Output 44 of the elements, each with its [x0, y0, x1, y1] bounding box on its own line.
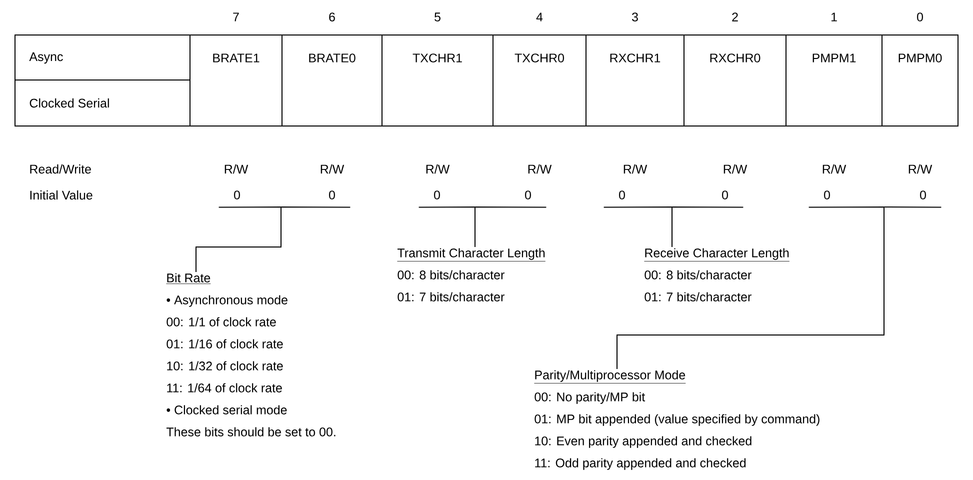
leader-line [616, 206, 942, 370]
leader-line [672, 206, 744, 248]
bit-name: PMPM0 [898, 54, 942, 62]
row-label: Initial Value [30, 190, 92, 200]
bit-number: 2 [732, 12, 738, 22]
access-value: R/W [224, 164, 248, 174]
field-description: Parity/Multiprocessor Mode 00: No parity/MP bit 01: MP bit appended (value specified by command) 10: Even parity appended and checked 11: Odd parity appended and checked [534, 370, 820, 470]
access-value: R/W [624, 164, 648, 174]
bit-number: 5 [434, 12, 440, 22]
bit-name: BRATE1 [213, 54, 260, 62]
field-description: Transmit Character Length 00: 8 bits/character 01: 7 bits/character [397, 248, 546, 302]
bit-name: RXCHR0 [710, 54, 760, 62]
access-value: R/W [528, 164, 552, 174]
bit-number: 6 [329, 12, 335, 22]
leader-line [196, 206, 351, 272]
initial-value: 0 [434, 190, 440, 200]
initial-value: 0 [824, 190, 830, 200]
access-value: R/W [320, 164, 344, 174]
initial-value: 0 [234, 190, 240, 200]
field-description: Bit Rate • Asynchronous mode 00: 1/1 of clock rate 01: 1/16 of clock rate 10: 1/32 of clock rate 11: 1/64 of clock rate • Clocked serial mode These bits should be set to 00. [166, 273, 336, 436]
mode-label: Clocked Serial [30, 98, 109, 108]
bit-number: 3 [632, 12, 638, 22]
access-value: R/W [908, 164, 932, 174]
access-value: R/W [822, 164, 846, 174]
initial-value: 0 [722, 190, 728, 200]
bit-name: RXCHR1 [610, 54, 660, 62]
bit-number: 7 [233, 12, 239, 22]
mode-label: Async [29, 52, 63, 64]
access-value: R/W [724, 164, 748, 174]
initial-value: 0 [619, 190, 625, 200]
leader-line [474, 206, 547, 248]
bit-number: 1 [832, 12, 837, 22]
initial-value: 0 [329, 190, 335, 200]
bit-name: PMPM1 [812, 54, 856, 62]
bit-name: BRATE0 [309, 54, 356, 62]
bit-name: TXCHR1 [412, 54, 462, 62]
bit-number: 4 [536, 12, 543, 22]
access-value: R/W [426, 164, 450, 174]
field-description: Receive Character Length 00: 8 bits/character 01: 7 bits/character [644, 248, 790, 302]
initial-value: 0 [920, 190, 926, 200]
initial-value: 0 [525, 190, 531, 200]
row-label: Read/Write [30, 164, 91, 174]
bit-name: TXCHR0 [514, 54, 564, 62]
bit-number: 0 [917, 12, 923, 22]
